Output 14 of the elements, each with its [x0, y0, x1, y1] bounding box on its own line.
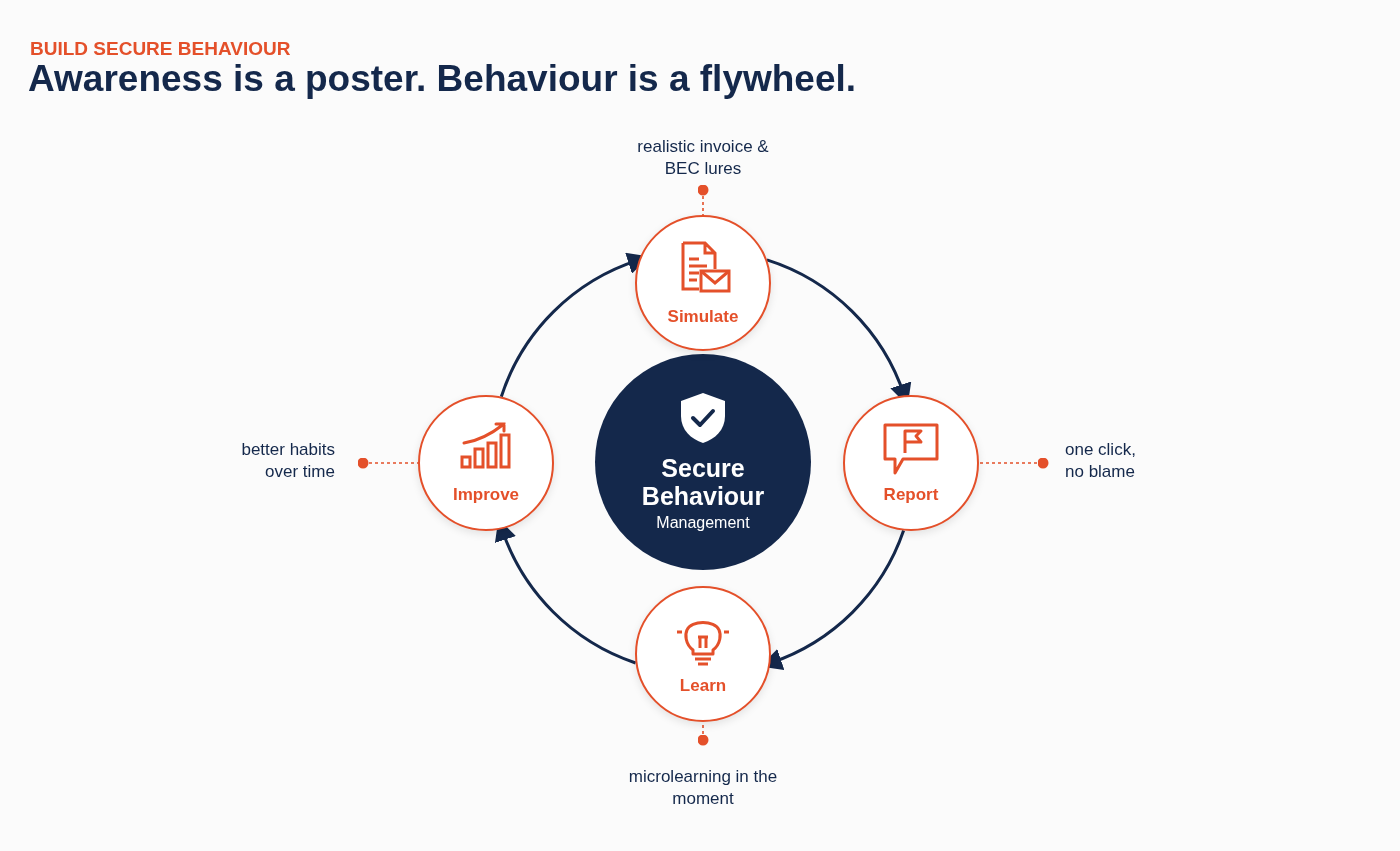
stage-label: Report [883, 485, 939, 505]
leader-line [978, 457, 1049, 469]
annotation-text: microlearning in the moment [628, 766, 778, 810]
leader-line [697, 184, 709, 216]
stage-label: Learn [679, 676, 727, 696]
stage-label: Simulate [667, 307, 739, 327]
stage-label: Improve [452, 485, 520, 505]
main-title: Awareness is a poster. Behaviour is a flywheel. [28, 58, 857, 100]
hub-subtitle: Management [656, 514, 750, 532]
annotation-text: one click, no blame [1065, 439, 1137, 483]
annotation-text: better habits over time [240, 439, 335, 483]
section-kicker: BUILD SECURE BEHAVIOUR [30, 38, 291, 60]
annotation-text: realistic invoice & BEC lures [636, 136, 770, 180]
hub-title: Secure Behaviour [640, 454, 766, 510]
